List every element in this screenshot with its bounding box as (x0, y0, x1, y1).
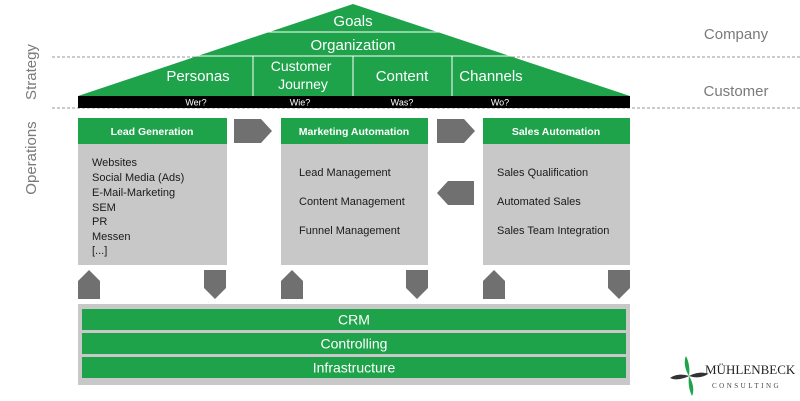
roof-content: Content (376, 68, 429, 85)
foundation-controlling (82, 333, 626, 354)
lead-item-websites: Websites (92, 157, 138, 169)
mkt-item-funnel-management: Funnel Management (299, 225, 400, 237)
operations-label: Operations (23, 121, 40, 194)
sales-item-team-integration: Sales Team Integration (497, 225, 609, 237)
windmill-icon (670, 356, 708, 396)
pillar-marketing-automation-title: Marketing Automation (299, 126, 409, 138)
arrow-left-sales-to-marketing (437, 181, 474, 205)
arrow-down-pillar2 (406, 270, 428, 299)
arrow-up-pillar2 (281, 270, 303, 299)
logo-sub: CONSULTING (712, 382, 781, 390)
roof (78, 4, 630, 96)
question-wo: Wo? (491, 98, 509, 108)
customer-label: Customer (703, 83, 768, 100)
arrow-right-lead-to-marketing (234, 119, 272, 143)
foundation-controlling-label: Controlling (321, 336, 388, 352)
lead-item-pr: PR (92, 216, 107, 228)
pillar-lead-generation-title: Lead Generation (111, 126, 194, 138)
roof-channels: Channels (459, 68, 522, 85)
foundation-infrastructure-label: Infrastructure (313, 360, 396, 376)
lead-item-email-marketing: E-Mail-Marketing (92, 187, 175, 199)
mkt-item-content-management: Content Management (299, 196, 405, 208)
arrow-right-marketing-to-sales (437, 119, 475, 143)
mkt-item-lead-management: Lead Management (299, 167, 391, 179)
sales-item-automated-sales: Automated Sales (497, 196, 581, 208)
foundation-crm-label: CRM (338, 312, 370, 328)
pillar-sales-automation-title: Sales Automation (512, 126, 600, 138)
strategy-label: Strategy (23, 44, 40, 100)
muehlenbeck-logo: MÜHLENBECK CONSULTING (670, 356, 796, 396)
question-bar (78, 96, 630, 108)
pillar-lead-generation-header (78, 118, 227, 144)
sales-item-qualification: Sales Qualification (497, 167, 588, 179)
arrow-up-pillar3 (483, 270, 505, 299)
logo-name: MÜHLENBECK (705, 362, 796, 377)
question-was: Was? (391, 98, 414, 108)
lead-item-social-media: Social Media (Ads) (92, 172, 184, 184)
arrow-down-pillar3 (608, 270, 630, 299)
lead-item-messen: Messen (92, 231, 131, 243)
pillar-marketing-automation-header (281, 118, 428, 144)
roof-organization: Organization (310, 37, 395, 54)
arrow-down-pillar1 (204, 270, 226, 299)
arrow-up-pillar1 (78, 270, 100, 299)
foundation-crm (82, 309, 626, 330)
roof-goals: Goals (333, 13, 372, 30)
company-label: Company (704, 26, 769, 43)
roof-personas: Personas (166, 68, 229, 85)
question-wer: Wer? (185, 98, 206, 108)
roof-customer-journey: Customer Journey (271, 58, 336, 92)
lead-item-more: [...] (92, 245, 107, 257)
foundation-infrastructure (82, 357, 626, 378)
pillar-sales-automation-header (483, 118, 630, 144)
question-wie: Wie? (290, 98, 311, 108)
lead-item-sem: SEM (92, 202, 116, 214)
